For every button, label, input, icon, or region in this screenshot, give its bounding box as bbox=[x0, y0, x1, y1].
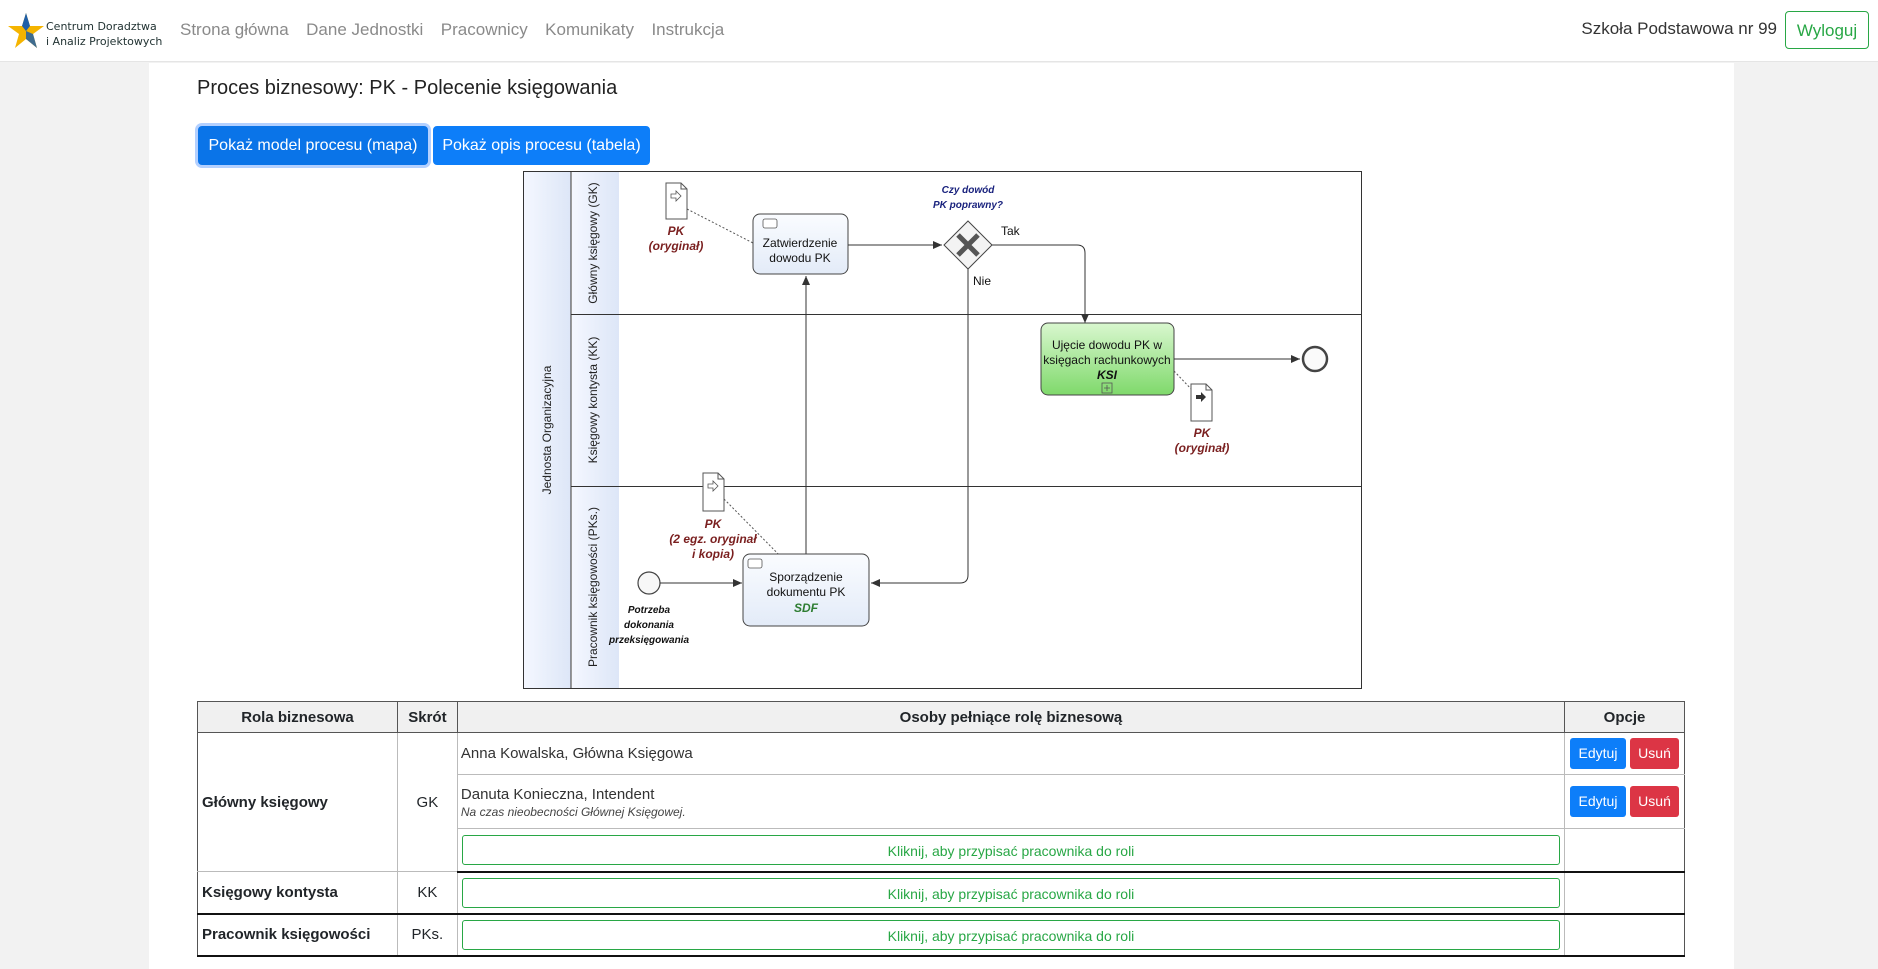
edit-button[interactable]: Edytuj bbox=[1570, 738, 1627, 769]
brand-line-2: i Analiz Projektowych bbox=[46, 35, 163, 48]
end-event[interactable] bbox=[1301, 345, 1329, 373]
nav-messages[interactable]: Komunikaty bbox=[545, 20, 634, 39]
person-cell: Danuta Konieczna, Intendent Na czas nieo… bbox=[456, 774, 1566, 829]
header-options: Opcje bbox=[1564, 701, 1685, 733]
navbar: Centrum Doradztwa i Analiz Projektowych … bbox=[0, 0, 1878, 62]
role-abbr-kk: KK bbox=[396, 871, 458, 915]
doc-3-label-line1: PK bbox=[705, 517, 723, 531]
assign-employee-button[interactable]: Kliknij, aby przypisać pracownika do rol… bbox=[461, 919, 1561, 950]
doc-1-label-line1: PK bbox=[668, 224, 686, 238]
table-row: Pracownik księgowości PKs. Kliknij, aby … bbox=[197, 913, 1685, 957]
role-abbr-pks: PKs. bbox=[396, 913, 458, 957]
nav-home[interactable]: Strona główna bbox=[180, 20, 289, 39]
show-table-button[interactable]: Pokaż opis procesu (tabela) bbox=[433, 126, 650, 165]
manual-task-icon bbox=[747, 558, 763, 569]
task-book-document[interactable]: Ujęcie dowodu PK w księgach rachunkowych… bbox=[1040, 322, 1175, 396]
gateway-x-icon bbox=[956, 233, 980, 257]
subprocess-plus-icon bbox=[1101, 382, 1113, 394]
header-role: Rola biznesowa bbox=[197, 701, 398, 733]
brand-line-1: Centrum Doradztwa bbox=[46, 20, 157, 33]
role-name-kk: Księgowy kontysta bbox=[197, 871, 398, 915]
delete-button[interactable]: Usuń bbox=[1630, 738, 1680, 769]
doc-3-label-line3: i kopia) bbox=[692, 547, 734, 561]
start-label-line2: dokonania bbox=[624, 620, 674, 631]
options-cell-empty bbox=[1564, 871, 1685, 915]
delete-button[interactable]: Usuń bbox=[1630, 786, 1680, 817]
role-name-gk: Główny księgowy bbox=[197, 732, 398, 872]
lane-label-gk: Główny księgowy (GK) bbox=[586, 182, 600, 303]
main-container: Proces biznesowy: PK - Polecenie księgow… bbox=[149, 63, 1734, 969]
options-cell-empty bbox=[1564, 913, 1685, 957]
document-pk-original-1[interactable] bbox=[665, 182, 688, 220]
flow-no-label: Nie bbox=[973, 274, 991, 288]
task-approve-line1: Zatwierdzenie bbox=[763, 236, 838, 250]
start-label-line3: przeksięgowania bbox=[608, 635, 689, 646]
task-book-line2: księgach rachunkowych bbox=[1043, 353, 1170, 367]
options-cell-empty bbox=[1564, 828, 1685, 873]
table-row: Księgowy kontysta KK Kliknij, aby przypi… bbox=[197, 871, 1685, 915]
assign-cell: Kliknij, aby przypisać pracownika do rol… bbox=[456, 871, 1566, 915]
lane-label-pks: Pracownik księgowości (PKs.) bbox=[586, 507, 600, 667]
task-book-line1: Ujęcie dowodu PK w bbox=[1052, 338, 1162, 352]
person-name: Anna Kowalska, Główna Księgowa bbox=[460, 745, 693, 762]
role-abbr-gk: GK bbox=[396, 732, 458, 872]
pool-header bbox=[524, 172, 571, 688]
gateway-question-line1: Czy dowód bbox=[942, 185, 996, 196]
task-approve-document[interactable]: Zatwierdzenie dowodu PK bbox=[752, 213, 849, 275]
page-title: Proces biznesowy: PK - Polecenie księgow… bbox=[197, 77, 618, 99]
doc-2-label-line2: (oryginał) bbox=[1175, 441, 1230, 455]
document-pk-copies[interactable] bbox=[702, 472, 725, 512]
task-book-line3: KSI bbox=[1097, 368, 1118, 382]
header-abbr: Skrót bbox=[396, 701, 458, 733]
person-name: Danuta Konieczna, Intendent bbox=[460, 786, 655, 803]
assign-employee-button[interactable]: Kliknij, aby przypisać pracownika do rol… bbox=[461, 834, 1561, 865]
role-name-pks: Pracownik księgowości bbox=[197, 913, 398, 957]
nav-employees[interactable]: Pracownicy bbox=[440, 20, 528, 39]
table-header-row: Rola biznesowa Skrót Osoby pełniące rolę… bbox=[197, 701, 1685, 733]
table-row: Kliknij, aby przypisać pracownika do rol… bbox=[198, 828, 1685, 873]
doc-2-label-line1: PK bbox=[1194, 426, 1212, 440]
table-row: Danuta Konieczna, Intendent Na czas nieo… bbox=[198, 774, 1685, 829]
star-logo-icon bbox=[8, 13, 44, 48]
start-event[interactable] bbox=[637, 571, 661, 595]
assign-cell: Kliknij, aby przypisać pracownika do rol… bbox=[456, 828, 1566, 873]
nav-instructions[interactable]: Instrukcja bbox=[651, 20, 725, 39]
assign-employee-button[interactable]: Kliknij, aby przypisać pracownika do rol… bbox=[461, 877, 1561, 908]
manual-task-icon bbox=[762, 218, 778, 229]
pool-label: Jednosta Organizacyjna bbox=[540, 365, 554, 494]
task-approve-line2: dowodu PK bbox=[769, 251, 830, 265]
header-people: Osoby pełniące rolę biznesową bbox=[456, 701, 1566, 733]
nav-unit-data[interactable]: Dane Jednostki bbox=[306, 20, 424, 39]
task-create-line2: dokumentu PK bbox=[767, 585, 846, 599]
show-map-button[interactable]: Pokaż model procesu (mapa) bbox=[198, 126, 428, 165]
roles-table: Rola biznesowa Skrót Osoby pełniące rolę… bbox=[197, 701, 1685, 957]
logout-button[interactable]: Wyloguj bbox=[1785, 11, 1869, 49]
brand-text: Centrum Doradztwa i Analiz Projektowych bbox=[46, 19, 162, 49]
task-create-line3: SDF bbox=[794, 601, 819, 615]
person-cell: Anna Kowalska, Główna Księgowa bbox=[456, 732, 1566, 775]
start-label-line1: Potrzeba bbox=[628, 605, 671, 616]
school-name: Szkoła Podstawowa nr 99 bbox=[1581, 19, 1777, 38]
person-note: Na czas nieobecności Głównej Księgowej. bbox=[460, 805, 686, 819]
flow-yes-label: Tak bbox=[1001, 224, 1021, 238]
task-create-document[interactable]: Sporządzenie dokumentu PK SDF bbox=[742, 553, 870, 627]
doc-1-label-line2: (oryginał) bbox=[649, 239, 704, 253]
doc-3-label-line2: (2 egz. oryginał bbox=[669, 532, 757, 546]
task-create-line1: Sporządzenie bbox=[769, 570, 843, 584]
assign-cell: Kliknij, aby przypisać pracownika do rol… bbox=[456, 913, 1566, 957]
lane-label-kk: Księgowy kontysta (KK) bbox=[586, 337, 600, 464]
edit-button[interactable]: Edytuj bbox=[1570, 786, 1627, 817]
brand-logo[interactable]: Centrum Doradztwa i Analiz Projektowych bbox=[6, 11, 166, 51]
document-pk-original-2[interactable] bbox=[1190, 383, 1213, 422]
gateway-question-line2: PK poprawny? bbox=[933, 200, 1003, 211]
table-row: Główny księgowy GK Anna Kowalska, Główna… bbox=[197, 732, 1685, 872]
nav-links: Strona główna Dane Jednostki Pracownicy … bbox=[180, 20, 737, 40]
pool-frame bbox=[523, 171, 1362, 689]
process-diagram: Jednosta Organizacyjna Główny księgowy (… bbox=[523, 171, 1362, 689]
